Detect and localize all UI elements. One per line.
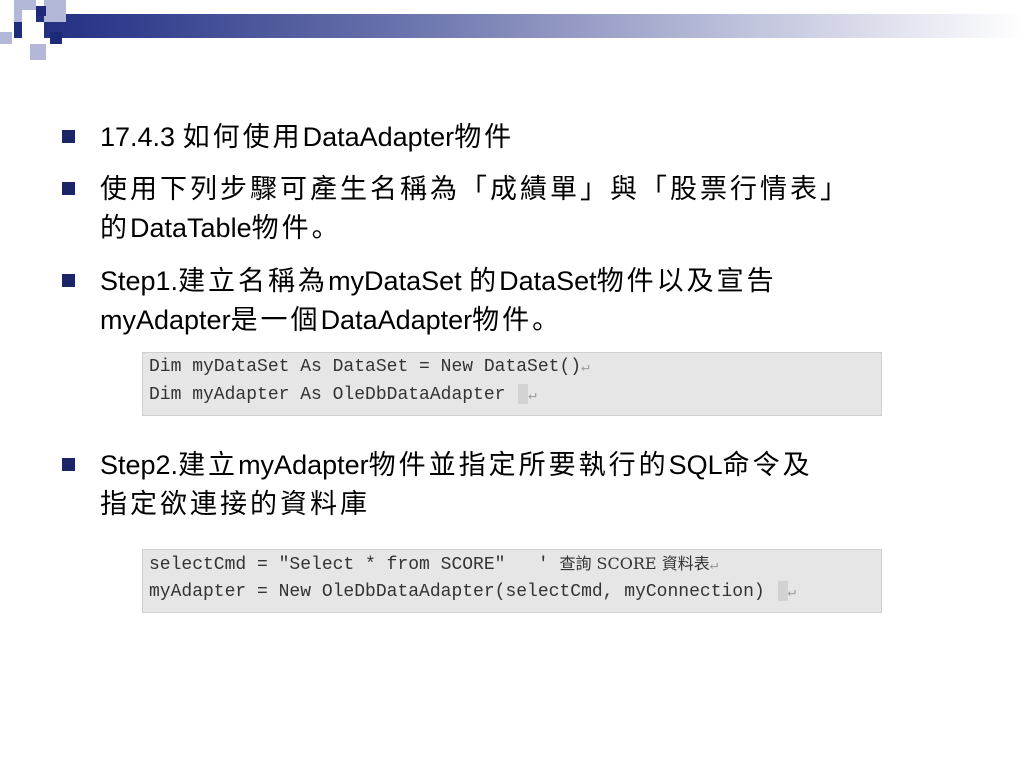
- bullet-intro: 使用下列步驟可產生名稱為「成績單」與「股票行情表」 的DataTable物件。: [62, 170, 950, 248]
- text-latin: DataSet: [499, 266, 597, 296]
- decor-square: [22, 22, 44, 44]
- text-latin: myAdapter: [238, 450, 369, 480]
- code-block-adapter: selectCmd = "Select * from SCORE" ' 查詢 S…: [142, 549, 882, 613]
- code-line: myAdapter = New OleDbDataAdapter(selectC…: [143, 578, 881, 606]
- text-cjk: 的: [469, 266, 500, 297]
- decor-square: [50, 32, 62, 44]
- text-cjk: 建立名稱為: [178, 266, 329, 297]
- text-latin: myDataSet: [328, 266, 470, 296]
- bullet-square-icon: [62, 182, 75, 195]
- text-latin: DataTable: [130, 213, 252, 243]
- text-latin: Step2.: [100, 450, 179, 480]
- text-cjk: 是一個: [230, 305, 321, 336]
- return-icon: ↵: [528, 388, 537, 404]
- bullet-section-title: 17.4.3 如何使用DataAdapter物件: [62, 118, 950, 157]
- return-icon: ↵: [581, 360, 590, 376]
- text-cjk: 物件。: [472, 305, 563, 336]
- decor-square: [44, 0, 66, 22]
- code-comment: 查詢 SCORE 資料表: [559, 554, 710, 573]
- text-latin: myAdapter: [100, 305, 231, 335]
- text-cjk: 物件: [454, 122, 515, 153]
- text-cjk: 指定欲連接的資料庫: [100, 489, 370, 520]
- code-line: selectCmd = "Select * from SCORE" ' 查詢 S…: [143, 550, 881, 578]
- return-icon: ↵: [709, 558, 719, 574]
- code-text: Dim myAdapter As OleDbDataAdapter: [149, 385, 517, 405]
- bullet-square-icon: [62, 274, 75, 287]
- code-line: Dim myDataSet As DataSet = New DataSet()…: [143, 353, 881, 381]
- cursor-block: [777, 581, 788, 602]
- text-latin: Step1.: [100, 266, 179, 296]
- section-number: 17.4.3: [100, 122, 183, 152]
- bullet-square-icon: [62, 458, 75, 471]
- text-latin: DataAdapter: [320, 305, 473, 335]
- bullet-square-icon: [62, 130, 75, 143]
- code-text: Dim myDataSet As DataSet = New DataSet(): [149, 357, 582, 377]
- decor-square: [36, 6, 46, 16]
- header-gradient-bar: [0, 14, 1024, 38]
- text-cjk: 物件。: [251, 213, 342, 244]
- decor-square: [22, 10, 36, 24]
- decor-square: [30, 44, 46, 60]
- code-text: myAdapter = New OleDbDataAdapter(selectC…: [149, 582, 776, 602]
- code-line: Dim myAdapter As OleDbDataAdapter ↵: [143, 381, 881, 409]
- text-latin: DataAdapter: [302, 122, 455, 152]
- text-cjk: 的: [100, 213, 130, 244]
- text-cjk: 物件並指定所要執行的: [368, 450, 669, 481]
- return-icon: ↵: [787, 585, 796, 601]
- code-text: selectCmd = "Select * from SCORE" ': [149, 555, 560, 575]
- text-cjk: 建立: [178, 450, 239, 481]
- bullet-step1: Step1.建立名稱為myDataSet 的DataSet物件以及宣告 myAd…: [62, 262, 950, 340]
- decor-square: [0, 32, 12, 44]
- text-latin: SQL: [668, 450, 723, 480]
- bullet-step2: Step2.建立myAdapter物件並指定所要執行的SQL命令及 指定欲連接的…: [62, 446, 950, 524]
- cursor-block: [518, 384, 529, 405]
- code-block-declarations: Dim myDataSet As DataSet = New DataSet()…: [142, 352, 882, 416]
- text-cjk: 命令及: [722, 450, 813, 481]
- text-cjk: 物件以及宣告: [596, 266, 777, 297]
- text-cjk: 使用下列步驟可產生名稱為「成績單」與「股票行情表」: [100, 174, 850, 205]
- text-cjk: 如何使用: [182, 122, 303, 153]
